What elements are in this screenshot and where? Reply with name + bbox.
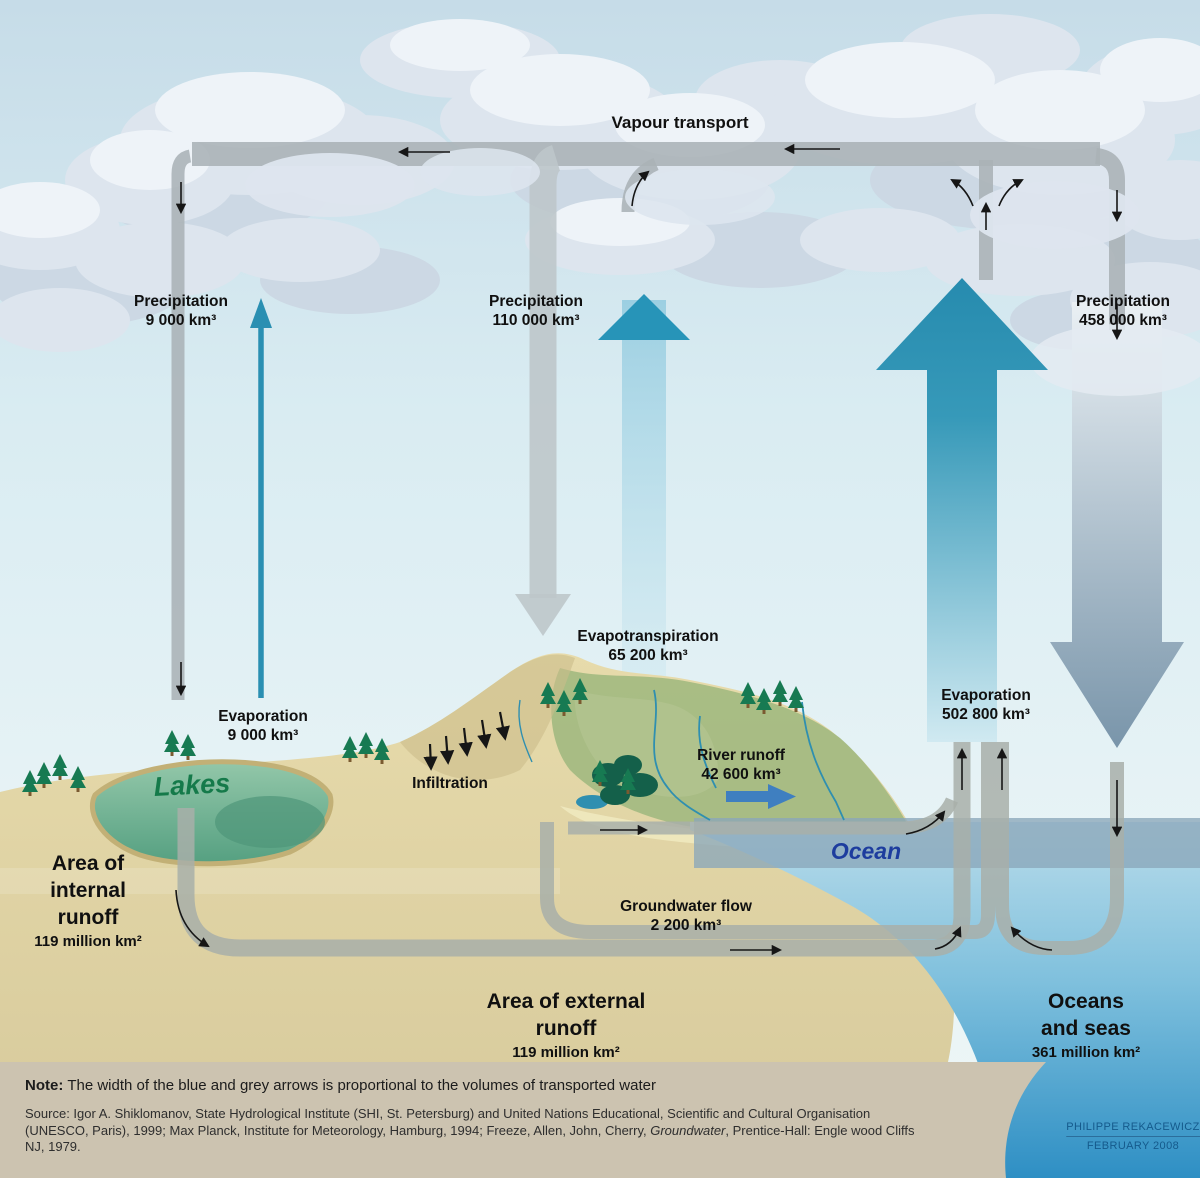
- footer-band: [0, 1062, 1046, 1178]
- infiltration-arrows: [423, 711, 510, 771]
- precipitation-ocean-arrow: [1050, 302, 1184, 748]
- oceans-seas-value: 361 million km²: [1031, 1044, 1141, 1061]
- area-internal-line1: Area of: [51, 852, 125, 875]
- area-internal-line3: runoff: [57, 906, 119, 929]
- groundwater-stripe: [0, 868, 560, 894]
- evapotranspiration-arrow: [598, 294, 690, 692]
- oceans-and-seas-label: Oceans and seas 361 million km²: [1032, 988, 1140, 1061]
- credit: PHILIPPE REKACEWICZ FEBRUARY 2008: [1066, 1121, 1200, 1152]
- oceans-seas-line1: Oceans: [1048, 990, 1124, 1013]
- precipitation-right-value: 458 000 km³: [1079, 312, 1167, 329]
- evaporation-ocean-title: Evaporation: [941, 687, 1031, 704]
- note-text: Note:The width of the blue and grey arro…: [25, 1077, 656, 1094]
- river-runoff-arrow: [726, 784, 796, 809]
- precipitation-center-label: Precipitation 110 000 km³: [489, 292, 583, 330]
- precipitation-right-label: Precipitation 458 000 km³: [1076, 292, 1170, 330]
- precipitation-center-title: Precipitation: [489, 293, 583, 310]
- precipitation-center-arrowhead: [515, 594, 571, 636]
- evapotranspiration-label: Evapotranspiration 65 200 km³: [577, 627, 718, 665]
- evaporation-left-value: 9 000 km³: [227, 727, 299, 744]
- river-runoff-value: 42 600 km³: [701, 766, 781, 783]
- vapour-transport-label: Vapour transport: [611, 113, 749, 132]
- vapour-junction-center: [621, 158, 659, 213]
- precipitation-tube-left: [171, 149, 192, 700]
- ocean-label: Ocean: [830, 838, 902, 864]
- ocean-body: [690, 822, 1200, 1178]
- evaporation-left-arrow: [250, 298, 272, 698]
- area-external-value: 119 million km²: [512, 1044, 620, 1061]
- source-part2: , Prentice-Hall: Engle wood Cliffs NJ, 1…: [25, 1122, 915, 1155]
- precipitation-left-value: 9 000 km³: [145, 312, 217, 329]
- credit-date: FEBRUARY 2008: [1086, 1140, 1180, 1152]
- area-internal-value: 119 million km²: [34, 933, 142, 950]
- source-italic: Groundwater: [650, 1122, 726, 1138]
- evaporation-ocean-arrow: [876, 278, 1048, 742]
- area-external-line1: Area of external: [486, 990, 646, 1013]
- infiltration-label: Infiltration: [412, 775, 488, 792]
- precipitation-left-label: Precipitation 9 000 km³: [134, 292, 228, 330]
- evapotranspiration-title: Evapotranspiration: [577, 628, 719, 645]
- pond: [576, 795, 608, 809]
- area-external-runoff-label: Area of external runoff 119 million km²: [487, 988, 646, 1061]
- lakes-label: Lakes: [152, 768, 231, 802]
- river-runoff-label: River runoff 42 600 km³: [697, 746, 785, 784]
- note-body: The width of the blue and grey arrows is…: [67, 1077, 656, 1094]
- source-text: Source: Igor A. Shiklomanov, State Hydro…: [25, 1106, 930, 1156]
- area-internal-runoff-label: Area of internal runoff 119 million km²: [34, 850, 142, 950]
- precipitation-center-value: 110 000 km³: [492, 312, 580, 329]
- precipitation-right-title: Precipitation: [1076, 293, 1170, 310]
- evapotranspiration-value: 65 200 km³: [608, 647, 688, 664]
- note-label: Note:: [25, 1077, 64, 1094]
- area-external-line2: runoff: [535, 1017, 597, 1040]
- groundwater-flow-title: Groundwater flow: [620, 898, 752, 915]
- precipitation-feeder-right: [1094, 148, 1125, 330]
- river-runoff-title: River runoff: [697, 747, 785, 764]
- source-part1: Source: Igor A. Shiklomanov, State Hydro…: [25, 1106, 871, 1138]
- evaporation-ocean-label: Evaporation 502 800 km³: [941, 686, 1031, 724]
- oceans-seas-line2: and seas: [1041, 1017, 1131, 1040]
- precipitation-tube-center: [529, 145, 562, 598]
- flow-arrows: [175, 143, 1123, 956]
- groundwater-flow-value: 2 200 km³: [650, 917, 722, 934]
- precipitation-left-title: Precipitation: [134, 293, 228, 310]
- groundwater-flow-label: Groundwater flow 2 200 km³: [620, 897, 752, 935]
- credit-name: PHILIPPE REKACEWICZ: [1066, 1121, 1200, 1137]
- evaporation-ocean-value: 502 800 km³: [942, 706, 1030, 723]
- cloud-overlays: [245, 148, 1200, 396]
- evaporation-left-title: Evaporation: [218, 708, 308, 725]
- rivers: [518, 689, 845, 821]
- evaporation-left-label: Evaporation 9 000 km³: [218, 707, 308, 745]
- ridge-shade: [400, 654, 575, 781]
- lake-deep: [215, 796, 325, 848]
- area-internal-line2: internal: [50, 879, 126, 902]
